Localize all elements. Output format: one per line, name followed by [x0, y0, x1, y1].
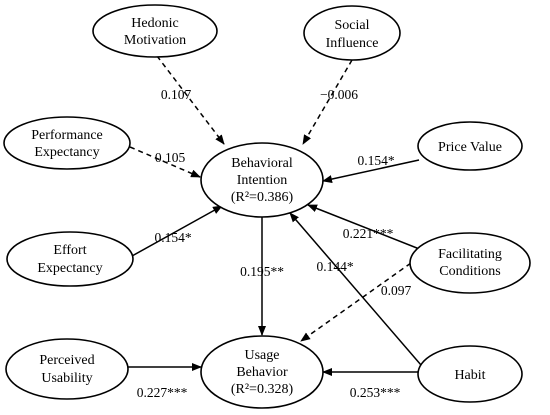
node-label-line: Intention	[237, 173, 288, 188]
path-facilitating-to-usage	[300, 257, 419, 342]
node-label-line: Habit	[454, 368, 485, 383]
coef-hedonic-intention: 0.107	[161, 87, 192, 102]
node-label-line: Perceived	[39, 353, 94, 368]
paths-layer	[128, 55, 428, 376]
path-hedonic-to-intention	[156, 55, 225, 145]
node-label-line: Price Value	[438, 140, 502, 155]
path-habit-to-intention	[289, 212, 422, 366]
node-performance-expectancy: Performance Expectancy	[3, 116, 131, 170]
path-pricevalue-to-intention	[322, 159, 420, 183]
node-label-line: Usage	[245, 348, 280, 363]
node-label-line: (R²=0.386)	[231, 190, 294, 205]
node-label-line: Facilitating	[438, 247, 502, 262]
node-label-line: Social	[335, 18, 370, 33]
node-label-line: Performance	[31, 128, 103, 143]
coef-social-intention: −0.006	[320, 87, 358, 102]
node-label-line: (R²=0.328)	[231, 382, 294, 397]
node-perceived-usability: Perceived Usability	[5, 338, 129, 400]
path-effort-to-intention	[131, 205, 223, 257]
node-label-line: Motivation	[124, 33, 186, 48]
coef-facilitating-usage: 0.097	[381, 283, 412, 298]
node-label-line: Expectancy	[34, 145, 99, 160]
coef-performance-intention: 0.105	[155, 150, 186, 165]
node-label-line: Behavior	[236, 365, 288, 380]
node-label-line: Behavioral	[231, 156, 293, 171]
coef-pricevalue-intention: 0.154*	[357, 153, 394, 168]
node-behavioral-intention: Behavioral Intention (R²=0.386)	[200, 142, 324, 218]
coef-facilitating-intention: 0.221***	[343, 226, 394, 241]
node-habit: Habit	[417, 345, 523, 403]
node-label-line: Influence	[326, 36, 379, 51]
coef-habit-intention: 0.144*	[316, 259, 353, 274]
coef-habit-usage: 0.253***	[350, 385, 401, 400]
coef-intention-usage: 0.195**	[240, 264, 284, 279]
path-performance-to-intention	[129, 146, 201, 178]
path-facilitating-to-intention	[307, 204, 428, 253]
node-hedonic-motivation: Hedonic Motivation	[92, 4, 218, 58]
node-facilitating-conditions: Facilitating Conditions	[409, 232, 531, 294]
coefficients-layer: 0.107 −0.006 0.105 0.154* 0.154* 0.221**…	[137, 87, 412, 400]
path-social-to-intention	[302, 59, 353, 145]
node-usage-behavior: Usage Behavior (R²=0.328)	[200, 335, 324, 409]
node-label-line: Effort	[53, 243, 86, 258]
node-effort-expectancy: Effort Expectancy	[6, 231, 134, 287]
node-price-value: Price Value	[417, 121, 523, 171]
node-social-influence: Social Influence	[303, 5, 401, 61]
coef-perceived-usage: 0.227***	[137, 385, 188, 400]
node-label-line: Conditions	[439, 264, 500, 279]
node-label-line: Hedonic	[131, 16, 178, 31]
node-label-line: Expectancy	[37, 261, 102, 276]
node-label-line: Usability	[41, 371, 92, 386]
coef-effort-intention: 0.154*	[154, 230, 191, 245]
